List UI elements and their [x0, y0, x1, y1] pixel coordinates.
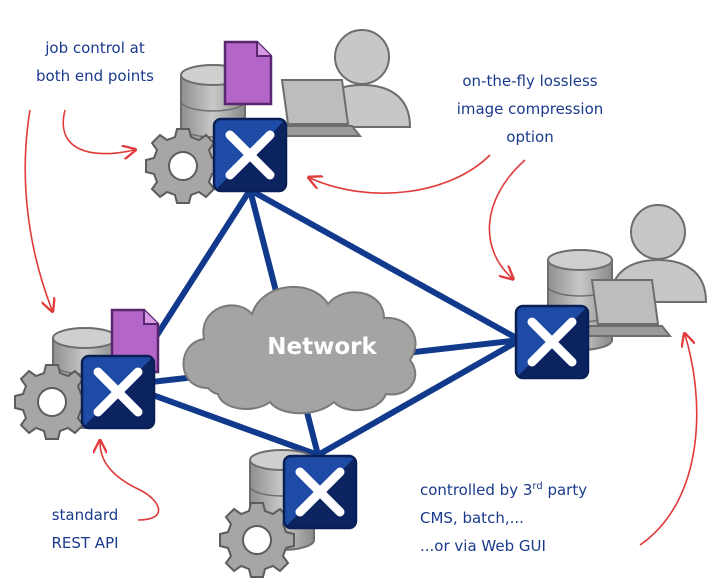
annotation-rest-api-line2: REST API	[51, 534, 119, 552]
node-tile-icon	[82, 356, 154, 428]
annotation-controlled-by: controlled by 3rd party CMS, batch,... .…	[420, 476, 587, 560]
arrow-job-to-top	[62, 109, 134, 154]
gear-icon	[145, 128, 221, 204]
annotation-controlled-by-line2: CMS, batch,...	[420, 509, 524, 527]
annotation-controlled-prefix: controlled by 3	[420, 481, 533, 499]
annotation-arrows	[24, 109, 698, 546]
node-tile-icon	[284, 456, 356, 528]
annotation-compression: on-the-fly lossless image compression op…	[430, 67, 630, 151]
annotation-rest-api: standard REST API	[15, 501, 155, 557]
network-cloud	[182, 285, 417, 415]
link-left-bottom	[122, 382, 321, 458]
arrow-job-to-left	[24, 109, 52, 310]
annotation-compression-line3: option	[506, 128, 554, 146]
arrow-compress-to-top	[310, 154, 491, 194]
arrow-rest-to-left	[100, 442, 160, 521]
annotation-rest-api-line1: standard	[51, 506, 119, 524]
arrow-compress-to-right	[488, 159, 526, 278]
annotation-job-control: job control at both end points	[0, 34, 190, 90]
network-label: Network	[267, 334, 377, 360]
node-tile-icon	[516, 306, 588, 378]
annotation-controlled-by-line1: controlled by 3rd party	[420, 476, 587, 504]
node-left	[14, 308, 160, 440]
node-tile-icon	[214, 119, 286, 191]
annotation-compression-line2: image compression	[456, 100, 604, 118]
annotation-job-control-line1: job control at	[45, 39, 145, 57]
arrow-controlled-to-right	[639, 335, 698, 546]
annotation-controlled-suffix: party	[542, 481, 588, 499]
annotation-controlled-by-line3: ...or via Web GUI	[420, 537, 546, 555]
annotation-compression-line1: on-the-fly lossless	[462, 72, 598, 90]
link-top-right	[247, 187, 523, 343]
link-right-bottom	[315, 337, 523, 458]
annotation-job-control-line2: both end points	[36, 67, 154, 85]
document-icon	[223, 40, 273, 106]
gear-icon	[14, 364, 90, 440]
annotation-controlled-sup: rd	[532, 481, 543, 492]
node-bottom	[219, 449, 356, 578]
node-right	[516, 204, 707, 378]
